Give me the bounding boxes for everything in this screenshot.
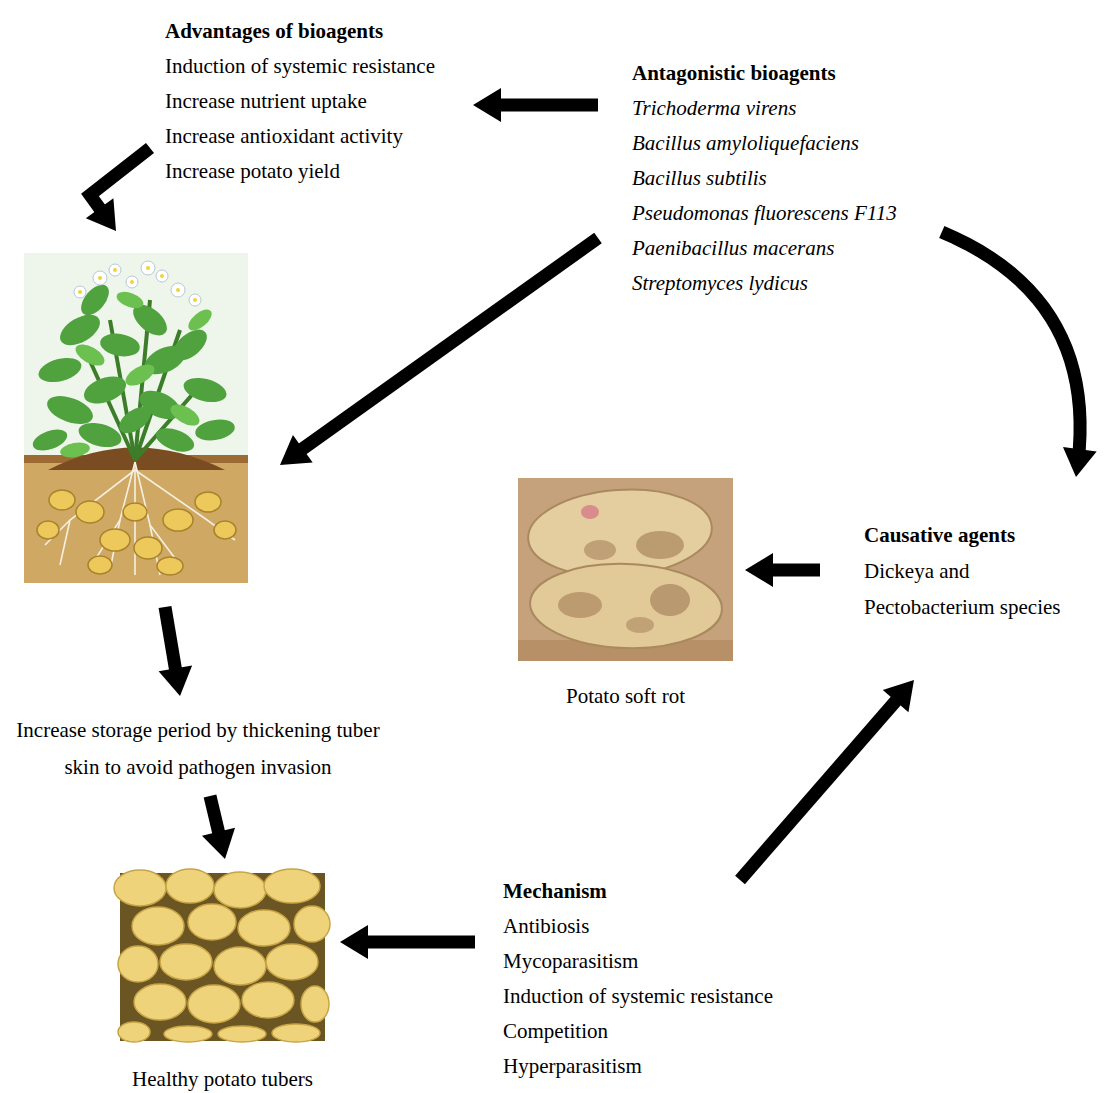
connector-line <box>499 99 598 112</box>
list-item: Bacillus subtilis <box>632 161 897 196</box>
list-item: Increase antioxidant activity <box>165 119 435 154</box>
connector-line <box>771 564 820 577</box>
arrow-connector <box>745 553 820 587</box>
list-item: Paenibacillus macerans <box>632 231 897 266</box>
image-panel <box>24 253 248 583</box>
list-item: Trichoderma virens <box>632 91 897 126</box>
connector-line <box>942 232 1080 462</box>
list-item: Mycoparasitism <box>503 944 773 979</box>
image-area <box>120 873 325 1041</box>
list-item: Antibiosis <box>503 909 773 944</box>
connector-line <box>90 148 150 210</box>
list-item: Bacillus amyloliquefaciens <box>632 126 897 161</box>
list-item: Induction of systemic resistance <box>503 979 773 1014</box>
arrowhead <box>340 925 368 959</box>
list-item: Increase storage period by thickening tu… <box>12 712 384 786</box>
potato-plant-illustration <box>24 253 248 583</box>
heading: Causative agents <box>864 517 1086 553</box>
arrowhead <box>883 680 914 712</box>
arrow-connector <box>473 88 598 122</box>
text-block: Increase storage period by thickening tu… <box>12 712 384 786</box>
arrow-connector <box>340 925 475 959</box>
list-item: Increase potato yield <box>165 154 435 189</box>
list-item: Induction of systemic resistance <box>165 49 435 84</box>
list-item: Pseudomonas fluorescens F113 <box>632 196 897 231</box>
connector-line <box>366 936 475 949</box>
image-caption: Potato soft rot <box>518 661 733 707</box>
arrow-connector <box>942 232 1097 477</box>
arrowhead <box>86 198 116 231</box>
arrowhead <box>159 666 193 696</box>
list-item: Hyperparasitism <box>503 1049 773 1084</box>
list-item: Dickeya and Pectobacterium species <box>864 553 1086 625</box>
heading: Mechanism <box>503 874 773 909</box>
connector-line <box>165 607 176 670</box>
list-item: Streptomyces lydicus <box>632 266 897 301</box>
list-item: Increase nutrient uptake <box>165 84 435 119</box>
text-block: Causative agentsDickeya and Pectobacteri… <box>864 517 1086 625</box>
image-area <box>24 253 248 583</box>
list-item: Competition <box>503 1014 773 1049</box>
arrow-connector <box>86 148 150 231</box>
image-panel: Healthy potato tubers <box>120 873 325 1090</box>
image-panel: Potato soft rot <box>518 478 733 707</box>
healthy-tubers-photo <box>114 869 330 1042</box>
arrow-connector <box>280 238 598 465</box>
arrowhead <box>280 435 313 465</box>
image-caption: Healthy potato tubers <box>120 1041 325 1090</box>
text-block: MechanismAntibiosisMycoparasitismInducti… <box>503 874 773 1084</box>
arrowhead <box>202 828 235 859</box>
arrow-connector <box>159 607 193 696</box>
arrowhead <box>745 553 773 587</box>
arrow-connector <box>202 796 235 859</box>
heading: Antagonistic bioagents <box>632 56 897 91</box>
connector-line <box>210 796 219 834</box>
connector-line <box>740 700 897 880</box>
arrowhead <box>1063 447 1097 477</box>
soft-rot-photo <box>518 478 733 661</box>
text-block: Antagonistic bioagentsTrichoderma virens… <box>632 56 897 301</box>
arrow-connector <box>740 680 914 880</box>
connector-line <box>301 238 598 450</box>
heading: Advantages of bioagents <box>165 14 435 49</box>
arrowhead <box>473 88 501 122</box>
text-block: Advantages of bioagentsInduction of syst… <box>165 14 435 189</box>
image-area <box>518 478 733 661</box>
